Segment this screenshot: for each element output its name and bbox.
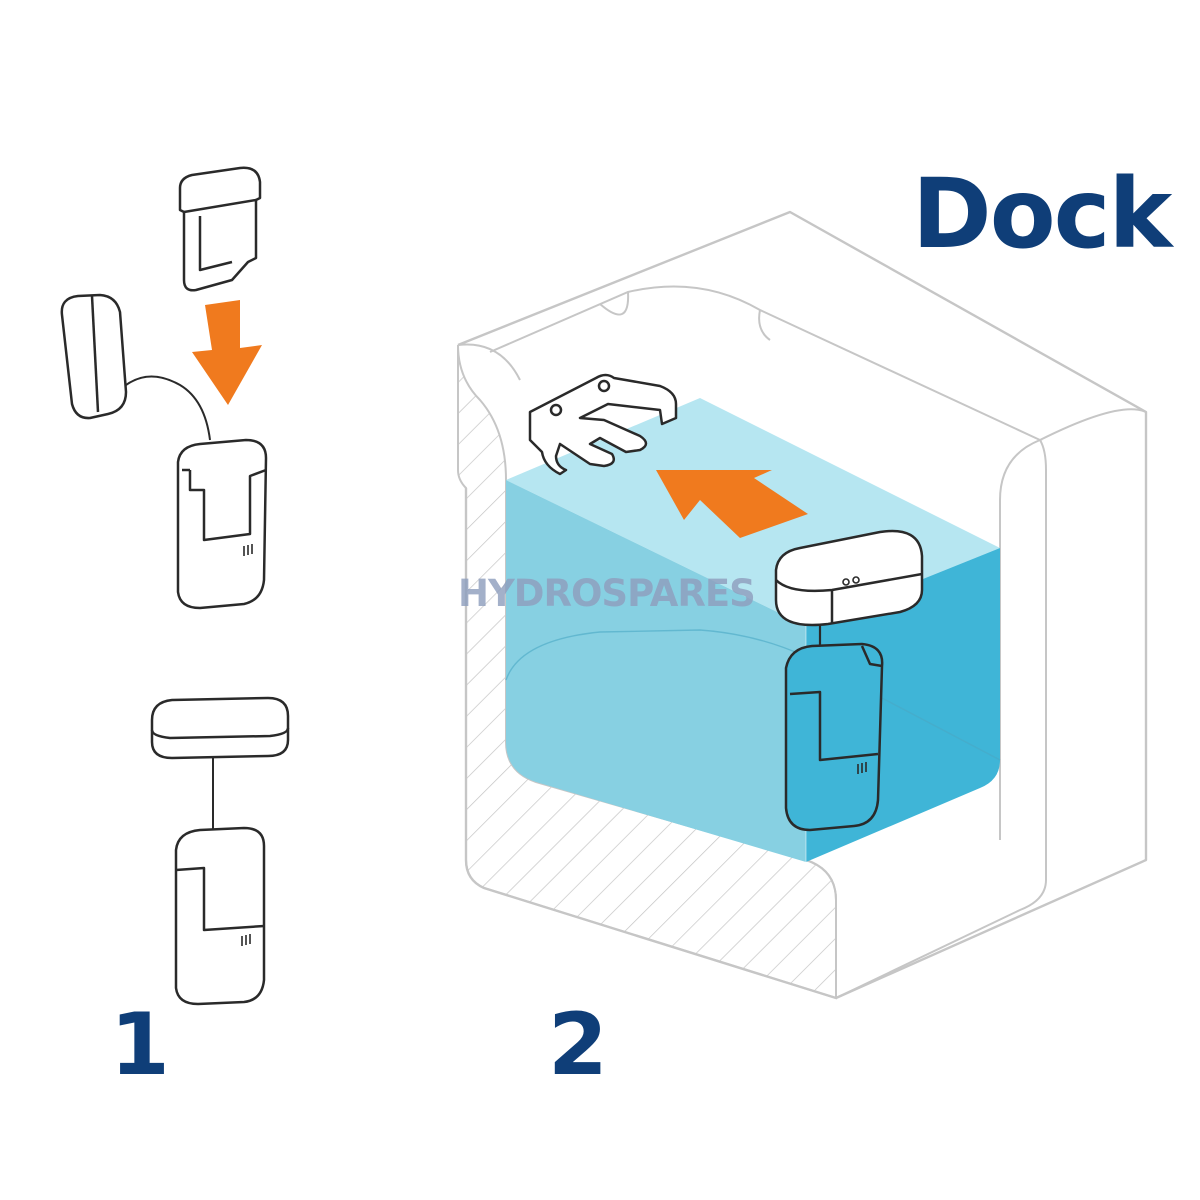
transmitter-icon [774, 529, 924, 627]
sensor-probe-icon [174, 826, 266, 1006]
transmitter-icon [150, 696, 290, 760]
watermark-text: HYDROSPARES [458, 572, 756, 615]
sensor-probe-icon [176, 438, 268, 610]
sensor-probe-icon [784, 642, 884, 832]
probe-cap-icon [178, 166, 262, 292]
down-arrow-icon [192, 300, 262, 405]
transmitter-icon [60, 293, 128, 420]
page-title: Dock [912, 158, 1172, 270]
step-number-1: 1 [110, 995, 170, 1095]
water-volume [505, 398, 1001, 862]
cable-line [125, 375, 211, 441]
left-arrow-icon [656, 470, 808, 538]
tub-icon [457, 210, 1148, 1000]
step-number-2: 2 [548, 995, 608, 1095]
dock-clip-icon [528, 373, 678, 476]
